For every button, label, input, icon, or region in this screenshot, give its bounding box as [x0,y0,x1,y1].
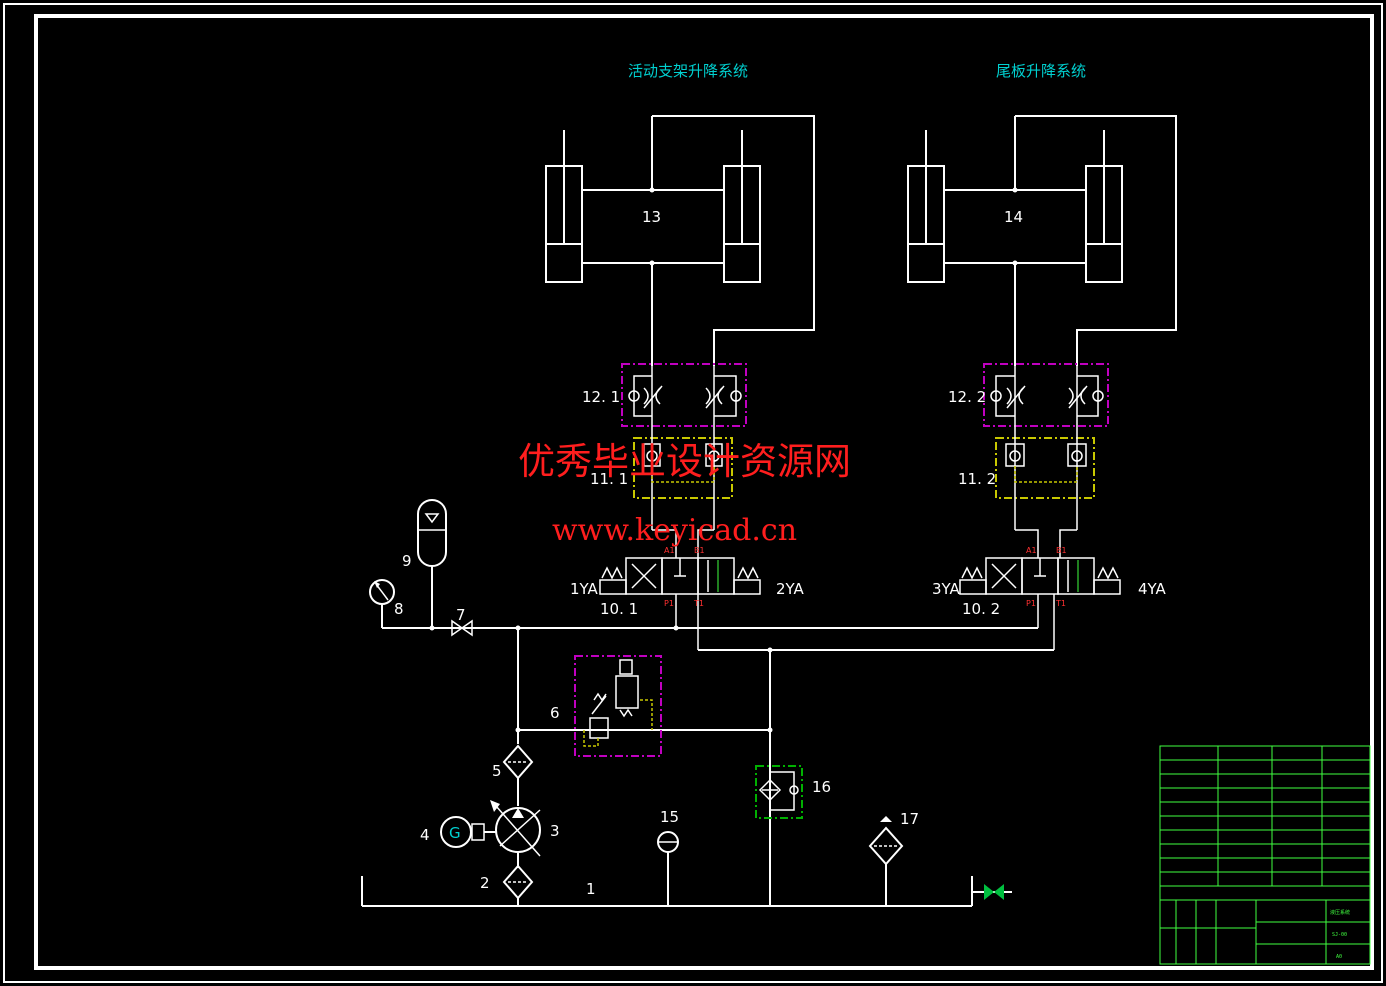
label-9: 9 [402,552,412,570]
inner-frame [34,14,1374,970]
drain-valve [972,884,1012,900]
air-filter-17 [868,816,904,906]
accumulator-9 [417,499,447,628]
label-11-1: 11. 1 [590,470,628,488]
label-16: 16 [812,778,831,796]
svg-text:A1: A1 [1026,546,1037,555]
title-tail-lift: 尾板升降系统 [996,62,1086,80]
motor-symbol: G [449,824,461,842]
label-15: 15 [660,808,679,826]
solenoid-2ya: 2YA [776,580,805,598]
variable-pump-3 [490,800,541,868]
label-14: 14 [1004,208,1023,226]
svg-text:B1: B1 [1056,546,1067,555]
watermark-title: 优秀毕业设计资源网 [518,440,851,483]
watermark-url: www.keyicad.cn [552,513,797,548]
sheet-size: A0 [1336,954,1342,960]
label-2: 2 [480,874,490,892]
svg-text:P1: P1 [664,599,674,608]
cylinder-pair-14 [907,115,1177,366]
label-6: 6 [550,704,560,722]
label-12-2: 12. 2 [948,388,986,406]
relief-valve-6 [574,655,662,757]
main-lines [361,625,1054,907]
label-11-2: 11. 2 [958,470,996,488]
title-block: 液压系统 SJ-00 A0 [1159,745,1371,965]
throttle-valve-12-2 [983,363,1109,427]
svg-text:T1: T1 [1055,599,1066,608]
label-10-1: 10. 1 [600,600,638,618]
svg-text:B1: B1 [694,546,705,555]
throttle-valve-12-1 [621,363,747,427]
solenoid-3ya: 3YA [932,580,961,598]
hydraulic-lock-11-2 [995,426,1095,530]
label-3: 3 [550,822,560,840]
solenoid-1ya: 1YA [570,580,599,598]
label-10-2: 10. 2 [962,600,1000,618]
drawing-number: SJ-00 [1332,932,1347,938]
filter-5 [502,744,534,806]
label-5: 5 [492,762,502,780]
label-7: 7 [456,606,466,624]
svg-text:T1: T1 [693,599,704,608]
shutoff-valve-7 [451,619,473,637]
label-13: 13 [642,208,661,226]
cylinder-pair-13 [545,115,815,366]
hydraulic-lock-11-1 [633,426,733,530]
solenoid-4ya: 4YA [1138,580,1167,598]
filter-2 [502,864,534,906]
return-filter-16 [755,765,803,819]
motor-4: G [440,816,496,848]
pressure-gauge-8 [369,579,395,628]
label-1-tank: 1 [586,880,596,898]
directional-valve-10-2: A1 B1 P1 T1 [959,529,1121,650]
label-12-1: 12. 1 [582,388,620,406]
level-gauge-15 [657,831,679,906]
title-support-lift: 活动支架升降系统 [628,62,748,80]
svg-text:P1: P1 [1026,599,1036,608]
label-4: 4 [420,826,430,844]
svg-text:A1: A1 [664,546,675,555]
outer-frame [3,3,1383,983]
drawing-name: 液压系统 [1330,909,1350,916]
label-17: 17 [900,810,919,828]
label-8: 8 [394,600,404,618]
directional-valve-10-1: A1 B1 P1 T1 [599,529,761,650]
